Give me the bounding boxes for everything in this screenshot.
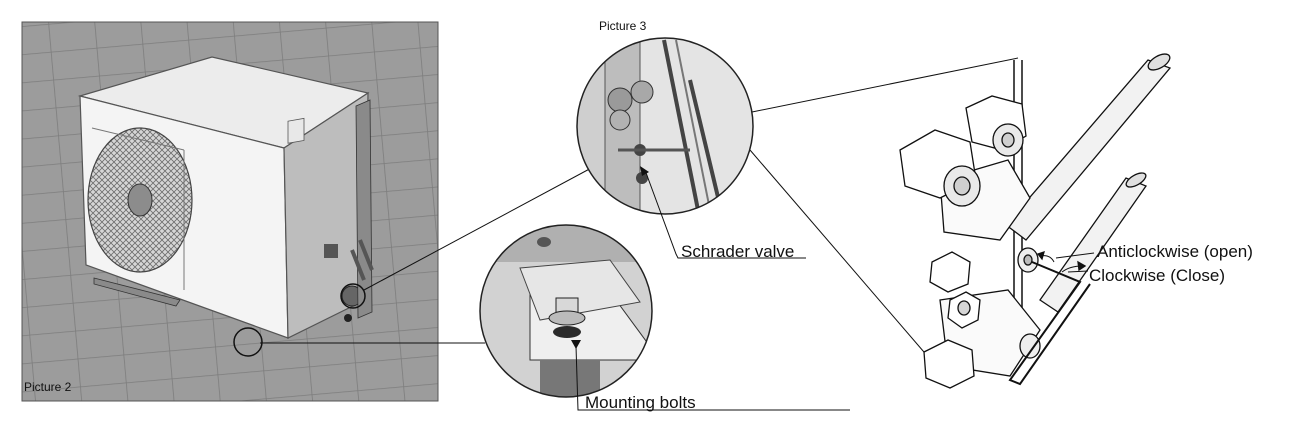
mounting-bolts-label: Mounting bolts <box>585 393 696 412</box>
bolt-highlight-circle <box>233 327 263 357</box>
mounting-bolt-detail <box>479 224 653 411</box>
schrader-valve-pointer <box>644 169 806 259</box>
picture2-panel <box>21 21 439 402</box>
schrader-valve-label: Schrader valve <box>681 242 795 261</box>
mounting-bolts-pointer <box>575 345 586 411</box>
picture3-label: Picture 3 <box>599 19 647 33</box>
valve-highlight-circle <box>340 283 366 309</box>
anticlockwise-label: Anticlockwise (open) <box>1097 242 1253 261</box>
clockwise-label: Clockwise (Close) <box>1089 266 1226 285</box>
service-valve-drawing <box>899 53 1172 389</box>
outdoor-unit-illustration <box>77 56 374 339</box>
picture2-label: Picture 2 <box>24 380 72 394</box>
picture3-detail <box>576 37 806 259</box>
callout-lines <box>260 57 1019 411</box>
